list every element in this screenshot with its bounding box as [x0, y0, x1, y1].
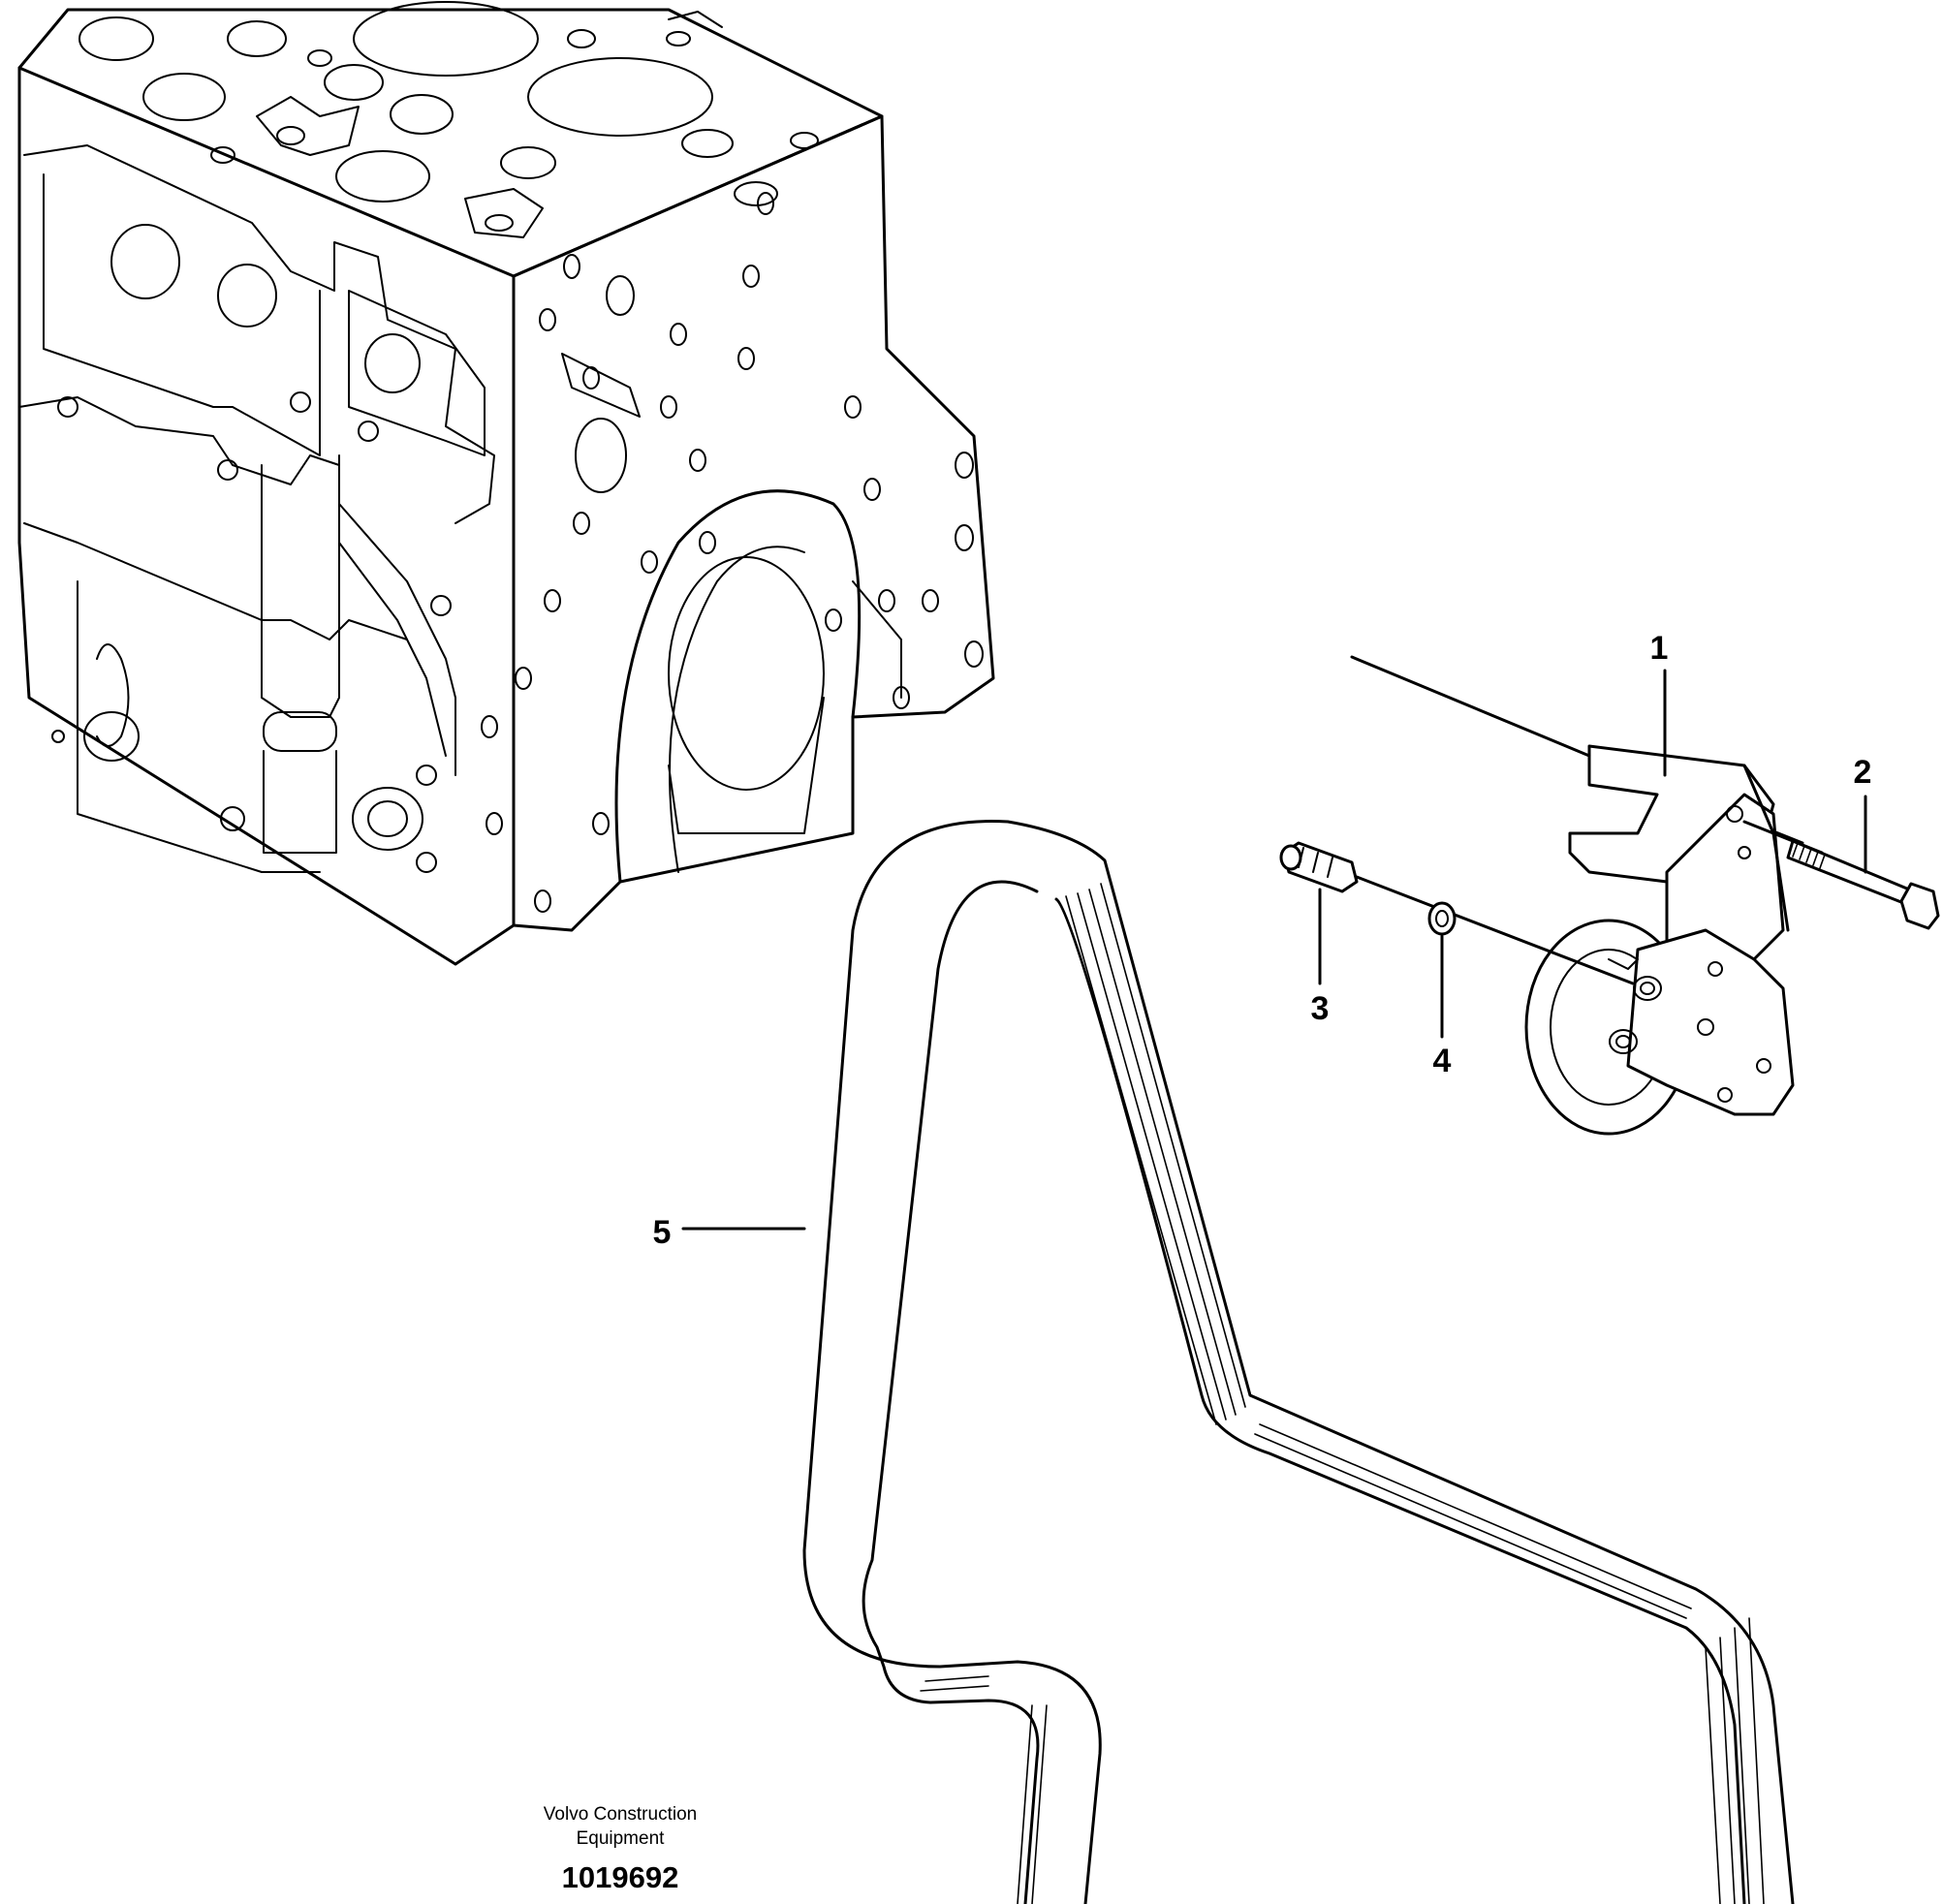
callout-3: 3 — [1311, 888, 1330, 1027]
callout-1: 1 — [1650, 630, 1669, 777]
callout-4: 4 — [1433, 934, 1452, 1079]
svg-text:1: 1 — [1650, 630, 1669, 667]
washer — [1427, 901, 1457, 936]
tensioner-bolt — [1742, 820, 1940, 930]
svg-text:2: 2 — [1854, 754, 1872, 791]
company-name-line2: Equipment — [576, 1828, 665, 1849]
grease-fitting — [1279, 841, 1635, 985]
callout-2: 2 — [1854, 754, 1872, 874]
engine-block — [17, 1, 995, 966]
svg-text:3: 3 — [1311, 990, 1330, 1027]
company-name-line1: Volvo Construction — [543, 1804, 698, 1825]
drawing-caption: Volvo Construction Equipment 1019692 — [475, 1802, 766, 1895]
tensioner-axis-line — [1350, 655, 1591, 758]
drive-belt — [802, 820, 1795, 1904]
callouts: 1 2 3 4 5 — [653, 630, 1872, 1251]
svg-text:5: 5 — [653, 1214, 672, 1251]
svg-text:4: 4 — [1433, 1043, 1452, 1079]
drawing-number: 1019692 — [561, 1860, 679, 1894]
belt-tensioner — [1524, 744, 1795, 1136]
callout-5: 5 — [653, 1214, 806, 1251]
